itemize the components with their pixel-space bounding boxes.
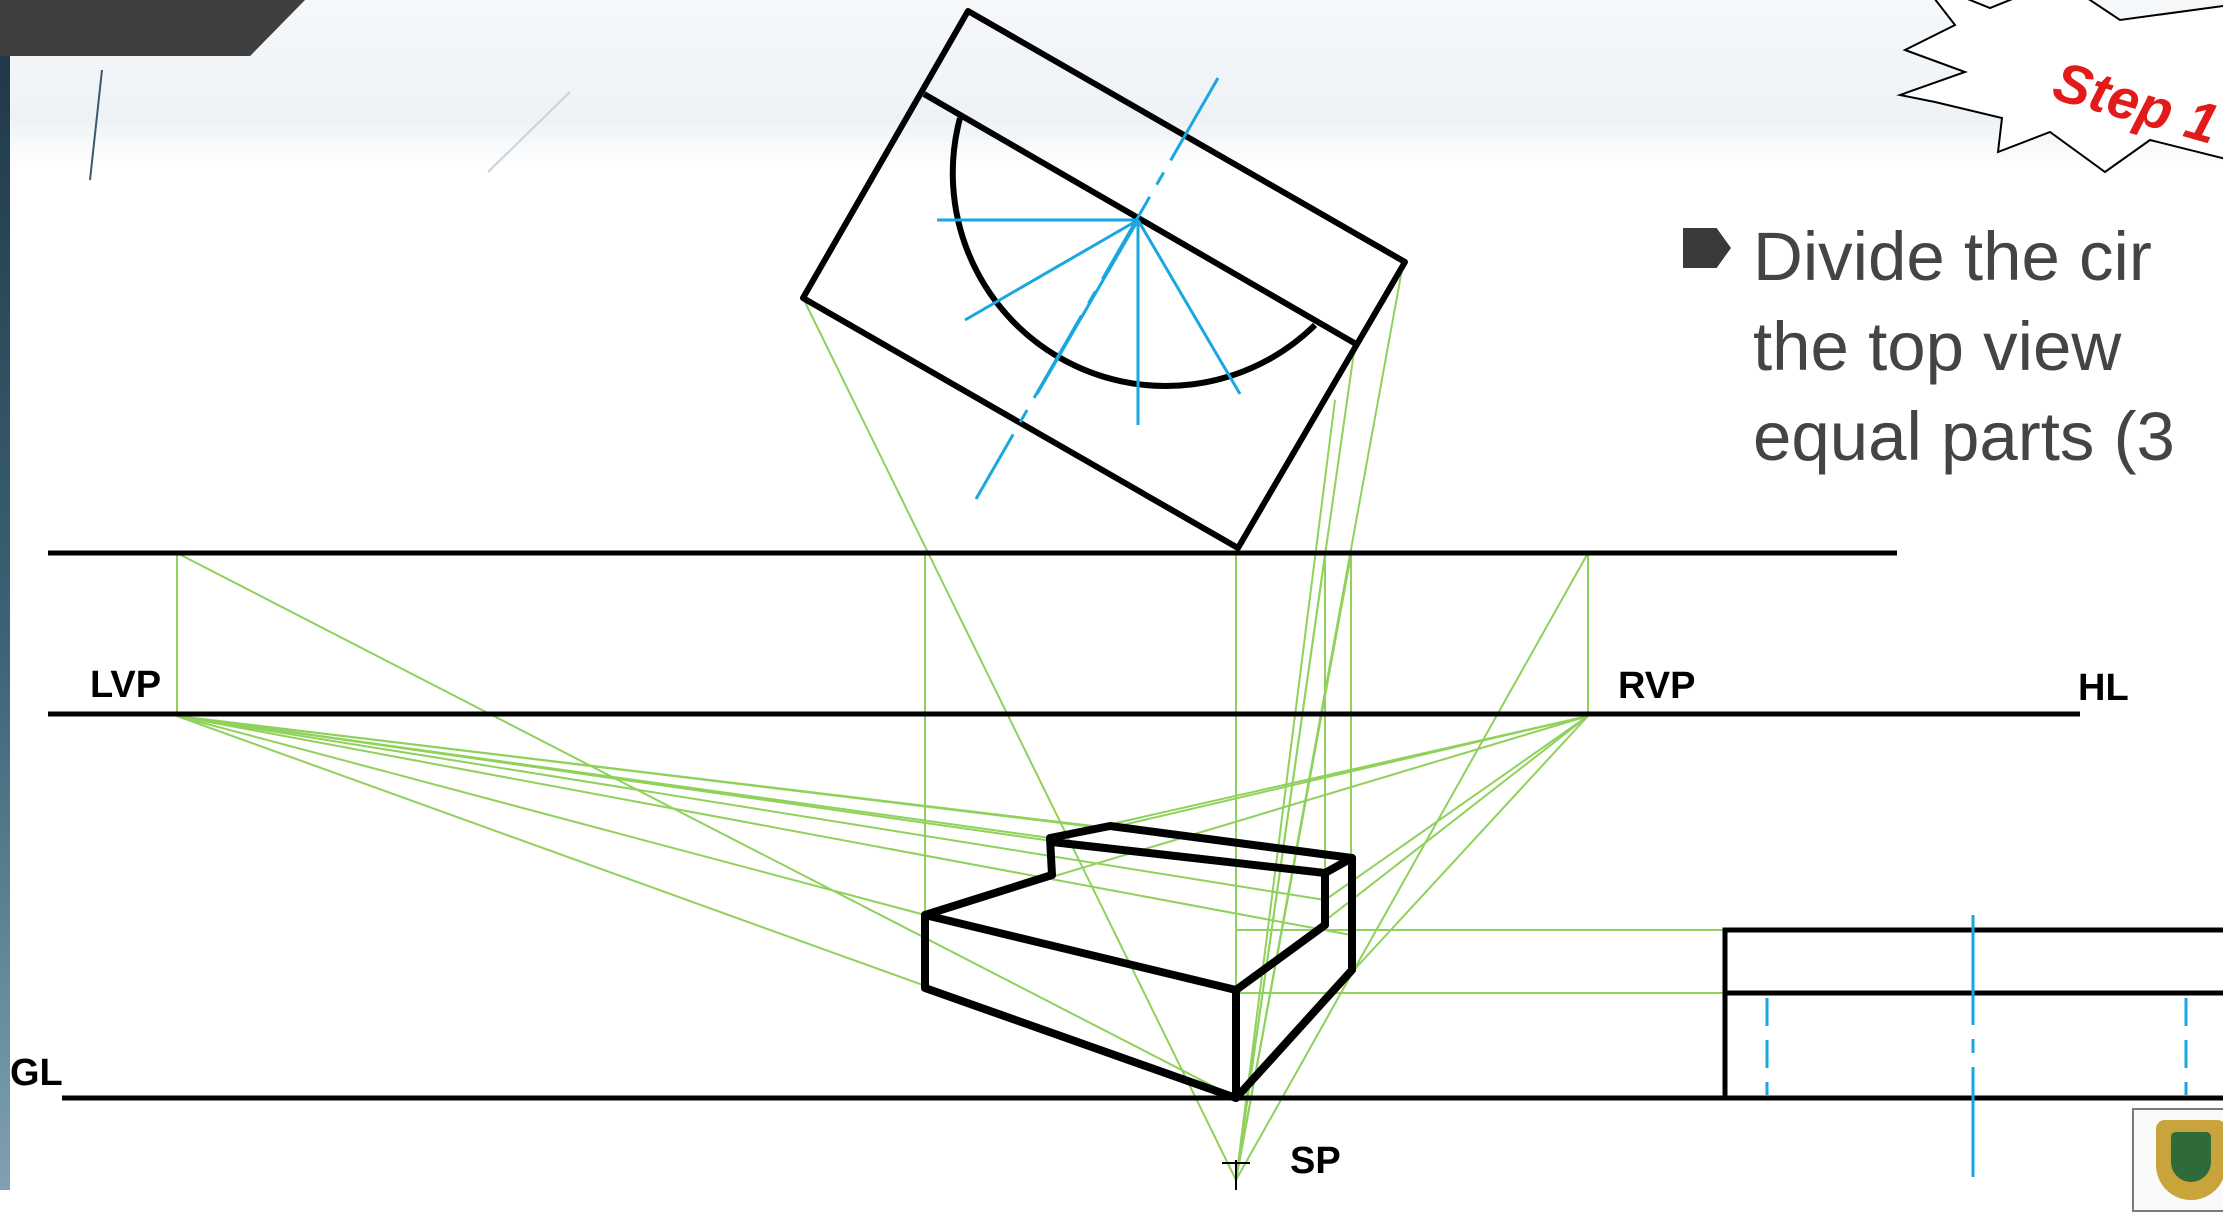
center-line [974,77,1220,500]
division-lines [937,77,1242,500]
decorative-stroke [89,69,103,181]
bullet-point: Divide the cir the top view equal parts … [1683,212,2223,482]
construction-lines [176,263,1725,1181]
lvp-label: LVP [90,664,161,706]
front-elevation [1722,927,2223,1101]
decorative-stroke [487,91,571,173]
vp-line [176,715,1326,901]
sp-label: SP [1290,1140,1341,1182]
vp-line [176,715,1352,936]
sp-ray [802,297,1237,1181]
top-view-outline [800,8,1408,551]
coat-of-arms-icon [2132,1108,2223,1212]
top-view-semicircle [949,117,1318,389]
elevation-outline [1722,927,2223,1101]
station-point-marker [1222,1160,1250,1190]
division-line [964,218,1139,322]
hl-label: HL [2078,667,2129,709]
vp-line [176,715,1081,846]
left-accent-bar [0,0,10,1190]
vp-line [1109,715,1589,829]
burst-shape [1896,0,2223,174]
block-edge [1048,838,1329,877]
block-edge [1321,854,1356,877]
vp-line [1235,552,1589,1181]
block-edge [1232,921,1329,994]
logo-shield [2156,1120,2223,1200]
sp-ray [1235,399,1336,1181]
bullet-line-2: the top view [1753,308,2122,385]
division-line [1136,219,1242,395]
bullet-line-3: equal parts (3 [1753,398,2175,475]
step-burst: Step 1 [1896,0,2223,174]
vp-line [176,552,1237,1099]
rvp-label: RVP [1618,665,1695,707]
vp-line [1324,715,1589,901]
top-view-step-line [922,91,1358,347]
corner-tab [0,0,305,56]
division-line [1035,219,1140,395]
perspective-block [921,822,1356,1102]
reference-lines [48,550,2080,1101]
vp-line [176,715,926,916]
elevation-hidden-lines [1765,915,2188,1190]
slide-header-band [0,0,2223,170]
block-edge [921,911,1240,994]
bullet-line-1: Divide the cir [1753,218,2152,295]
gl-label: GL [10,1052,63,1094]
